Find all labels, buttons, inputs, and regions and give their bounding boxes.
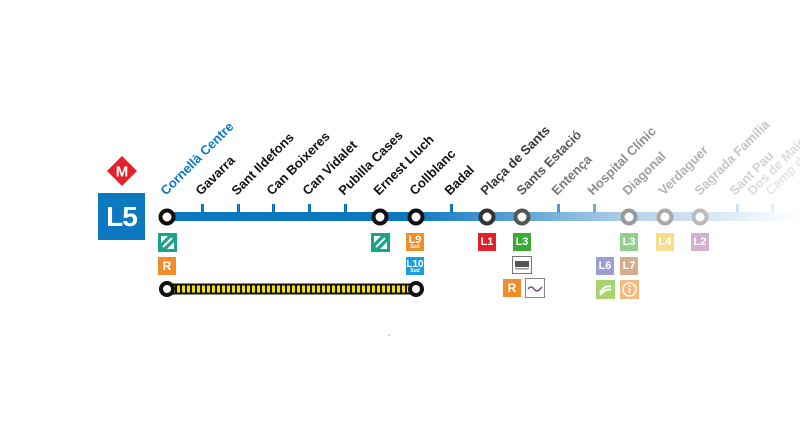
aerobus-icon	[512, 256, 532, 274]
station-tick	[736, 204, 739, 213]
station-interchange-sants-estacio	[513, 208, 531, 226]
station-interchange-sagrada-familia	[691, 208, 709, 226]
station-interchange-verdaguer	[656, 208, 674, 226]
station-tick	[308, 204, 311, 213]
l9-sud-icon: L9 Sud	[406, 233, 424, 251]
info-icon	[620, 280, 639, 299]
interchange-circles	[158, 208, 709, 226]
l2-icon: L2	[691, 233, 709, 251]
station-interchange-collblanc	[407, 208, 425, 226]
station-interchange-placa-de-sants	[478, 208, 496, 226]
station-tick	[344, 204, 347, 213]
l10-sud-icon: L10 Sud	[406, 257, 424, 275]
station-tick	[557, 204, 560, 213]
footnote-mark: ´	[388, 334, 392, 345]
station-ticks	[201, 204, 774, 213]
station-tick	[450, 204, 453, 213]
rodalies-icon: R	[158, 257, 176, 275]
line-badge: L5	[98, 193, 145, 240]
station-tick	[201, 204, 204, 213]
station-interchange-diagonal	[620, 208, 638, 226]
metro-logo-letter: M	[116, 164, 129, 181]
l9-label: L9	[408, 233, 422, 246]
fgc-icon	[596, 280, 615, 299]
l3-icon: L3	[513, 233, 531, 251]
l9-sub: Sud	[410, 243, 420, 250]
l3-icon: L3	[620, 233, 638, 251]
station-interchange-cornella	[158, 208, 176, 226]
station-tick	[593, 204, 596, 213]
station-tick	[237, 204, 240, 213]
tram-icon	[371, 233, 390, 252]
l4-icon: L4	[656, 233, 674, 251]
l10-sub: Sud	[410, 267, 420, 274]
station-tick	[771, 204, 774, 213]
station-tick	[272, 204, 275, 213]
metro-logo-icon: M	[107, 156, 137, 186]
l10-label: L10	[406, 258, 424, 270]
rodalies-icon: R	[503, 279, 521, 297]
l6-icon: L6	[596, 257, 614, 275]
l1-icon: L1	[478, 233, 496, 251]
station-interchange-ernest-lluch	[371, 208, 389, 226]
tram-icon	[158, 233, 177, 252]
l7-icon: L7	[620, 257, 638, 275]
renfe-icon	[525, 278, 545, 298]
extension-link	[159, 281, 424, 297]
